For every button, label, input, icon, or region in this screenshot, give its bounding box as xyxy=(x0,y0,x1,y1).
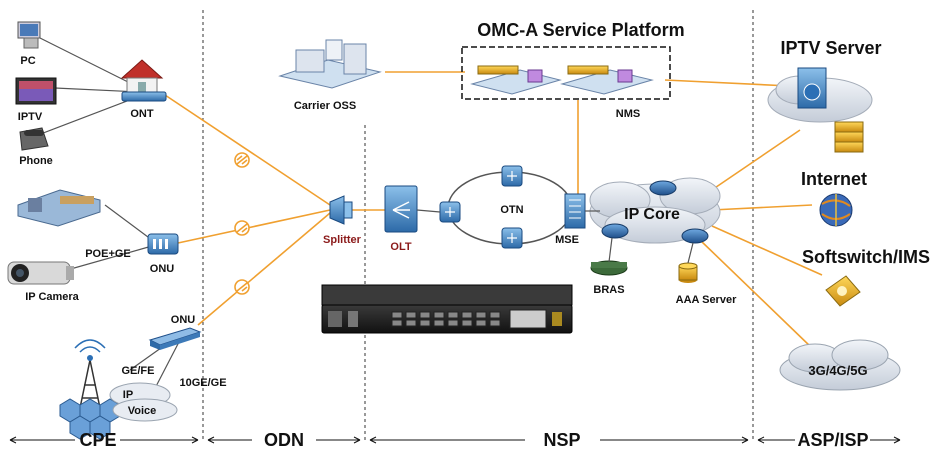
zone-axis xyxy=(9,436,901,444)
fiber-coupler-icons xyxy=(234,152,250,295)
pc-label: PC xyxy=(20,55,35,67)
zone-odn-label: ODN xyxy=(264,430,304,450)
core-bras-link xyxy=(608,237,613,263)
iptv-label: IPTV xyxy=(18,111,43,123)
internet-label: Internet xyxy=(801,169,867,189)
phone-label: Phone xyxy=(19,155,53,167)
nms-label: NMS xyxy=(616,108,640,120)
olt-icon xyxy=(384,185,418,233)
onu-device-icon xyxy=(147,233,179,255)
voice-label: Voice xyxy=(128,405,157,417)
zone-nsp-label: NSP xyxy=(543,430,580,450)
ip-camera-label: IP Camera xyxy=(25,291,79,303)
otn-node-arrows xyxy=(445,171,517,243)
access-cloud-icon xyxy=(109,382,178,422)
iptv-server-icon xyxy=(767,67,873,153)
aaa-server-icon xyxy=(678,262,698,283)
internet-globe-icon xyxy=(819,193,853,227)
fiber-links xyxy=(164,71,823,349)
platform-title: OMC-A Service Platform xyxy=(477,20,684,40)
phone-icon xyxy=(19,127,49,151)
splitter-label: Splitter xyxy=(323,234,362,246)
splitter-icon xyxy=(329,195,353,225)
ten-ge-label: 10GE/GE xyxy=(179,377,226,389)
iptv-icon xyxy=(15,77,57,105)
omc-platform-box xyxy=(461,46,671,100)
poe-switch-icon xyxy=(17,189,101,227)
mobile-cloud-icon xyxy=(779,339,901,391)
ip-camera-icon xyxy=(7,261,74,285)
ont-label: ONT xyxy=(130,108,154,120)
pc-icon xyxy=(17,21,41,49)
onu-low-label: ONU xyxy=(171,314,196,326)
mse-label: MSE xyxy=(555,234,579,246)
olt-label: OLT xyxy=(390,241,411,253)
zone-cpe-label: CPE xyxy=(79,430,116,450)
ge-fe-label: GE/FE xyxy=(121,365,154,377)
ip-core-label: IP Core xyxy=(624,206,680,223)
zone-asp-label: ASP/ISP xyxy=(797,430,868,450)
carrier-oss-icon xyxy=(278,39,382,89)
olt-chassis-icon xyxy=(321,284,573,334)
core-router-icons xyxy=(601,180,709,244)
bras-label: BRAS xyxy=(593,284,624,296)
aaa-server-label: AAA Server xyxy=(676,294,737,306)
onu-mid-label: ONU xyxy=(150,263,175,275)
hex-cells-icon xyxy=(59,398,121,440)
softswitch-icon xyxy=(825,275,861,307)
nms-server-icons xyxy=(470,65,654,95)
poe-ge-label: POE+GE xyxy=(85,248,131,260)
ont-home-icon xyxy=(120,59,167,102)
otn-label: OTN xyxy=(500,204,523,216)
ip-label: IP xyxy=(123,389,133,401)
core-aaa-link xyxy=(687,242,694,264)
zone-dividers xyxy=(202,10,754,440)
mse-icon xyxy=(564,193,586,229)
onu-rack-icon xyxy=(148,327,202,350)
bras-icon xyxy=(590,260,628,276)
cell-tower-icon xyxy=(74,339,106,409)
iptv-server-label: IPTV Server xyxy=(780,38,881,58)
softswitch-label: Softswitch/IMS xyxy=(802,247,930,267)
olt-otn-link xyxy=(416,209,441,213)
mobile-label: 3G/4G/5G xyxy=(808,363,867,378)
carrier-oss-label: Carrier OSS xyxy=(294,100,356,112)
